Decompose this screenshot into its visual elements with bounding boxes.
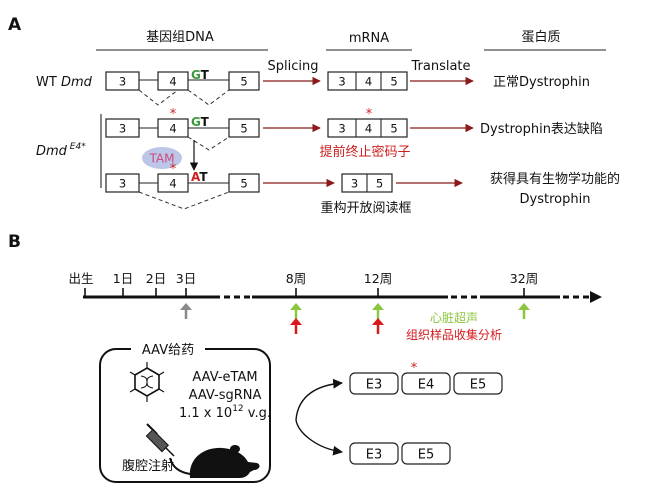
mutant-genomic-gene: * 3 4 5 GT: [105, 107, 260, 151]
red-event-arrow: [372, 318, 384, 334]
edited-splice-site-at: AT: [191, 170, 208, 184]
mut-splice-join: [187, 136, 230, 151]
splice-join-4-5: [187, 89, 230, 106]
gray-event-arrow: [180, 303, 192, 319]
outcome-edited: E3 E5: [349, 442, 451, 465]
mut-mrna-exon-4: 4: [365, 122, 372, 136]
timeline-label-1: 1日: [113, 271, 133, 286]
timeline: [83, 291, 602, 303]
ed-exon-3: 3: [119, 177, 126, 191]
timeline-label-0: 出生: [68, 271, 93, 286]
mrna-exon-3: 3: [338, 75, 345, 89]
edited-asterisk: *: [170, 162, 177, 177]
timeline-label-4: 8周: [286, 271, 306, 286]
reframe-label: 重构开放阅读框: [320, 200, 411, 216]
outcome-e5: E5: [470, 378, 487, 393]
green-event-arrow: [290, 303, 302, 319]
tam-oval: [142, 147, 182, 169]
ed-mrna-exon-3: 3: [351, 177, 358, 191]
splicing-label: Splicing: [268, 59, 319, 74]
ed-exon-5: 5: [240, 177, 247, 191]
aav-sgrna-label: AAV-sgRNA: [189, 388, 262, 403]
outcome-edited-e5: E5: [418, 448, 435, 463]
edited-genomic-gene: * 3 4 5 AT: [105, 162, 260, 210]
red-event-arrow: [290, 318, 302, 334]
header-mrna: mRNA: [349, 31, 389, 46]
mrna-mutation-asterisk: *: [366, 107, 373, 122]
mut-exon-3: 3: [119, 122, 126, 136]
wt-protein-output: 正常Dystrophin: [493, 75, 590, 90]
row-wt-label: WT Dmd: [36, 75, 93, 90]
splice-join-3-4: [138, 89, 179, 106]
outcome-e4-asterisk: *: [411, 361, 418, 376]
aav-title-bg: [131, 341, 205, 359]
legend-tissue-collection: 组织样品收集分析: [406, 327, 502, 342]
header-protein: 蛋白质: [521, 29, 560, 45]
outcome-e3: E3: [366, 378, 383, 393]
green-event-arrow: [518, 303, 530, 319]
ip-injection-label: 腹腔注射: [122, 458, 174, 474]
ed-mrna-exon-5: 5: [376, 177, 383, 191]
exon-skip-join: [138, 191, 230, 210]
mrna-exon-4: 4: [365, 75, 372, 89]
legend-echocardiography: 心脏超声: [430, 310, 478, 325]
syringe-icon: [145, 423, 175, 457]
aav-etam-label: AAV-eTAM: [192, 370, 257, 385]
outcome-edited-e3: E3: [366, 448, 383, 463]
mut-exon-4: 4: [169, 122, 176, 136]
outcome-e4: E4: [418, 378, 435, 393]
mouse-icon: [169, 445, 260, 478]
edited-mrna: 3 5: [341, 173, 393, 193]
aav-title: AAV给药: [142, 343, 194, 358]
splice-site-gt: GT: [191, 68, 210, 82]
timeline-label-6: 32周: [510, 271, 538, 286]
timeline-label-5: 12周: [364, 271, 392, 286]
mrna-exon-5: 5: [390, 75, 397, 89]
exon-3-label: 3: [119, 75, 126, 89]
wt-genomic-gene: 3 4 5 GT: [105, 68, 260, 106]
mut-exon-5: 5: [240, 122, 247, 136]
timeline-label-2: 2日: [146, 271, 166, 286]
mut-mrna-exon-3: 3: [338, 122, 345, 136]
green-event-arrow: [372, 303, 384, 319]
row-mutant-label: Dmd E4*: [36, 142, 86, 159]
outcome-arrow-top: [295, 378, 343, 421]
edited-protein-output-line2: Dystrophin: [520, 192, 591, 207]
outcome-unedited: E3 E4 * E5: [349, 361, 503, 395]
aav-dose-label: 1.1 x 1012 v.g.: [179, 404, 271, 421]
exon-4-label: 4: [169, 75, 176, 89]
timeline-label-3: 3日: [176, 271, 196, 286]
edited-protein-output-line1: 获得具有生物学功能的: [490, 171, 620, 187]
translate-label: Translate: [410, 59, 470, 74]
wt-mrna: 3 4 5: [327, 71, 408, 91]
mutation-asterisk: *: [170, 107, 177, 122]
exon-5-box: [228, 71, 260, 91]
mut-splice-site-gt: GT: [191, 115, 210, 129]
timeline-arrowhead: [590, 291, 602, 303]
header-genomic-dna: 基因组DNA: [146, 30, 214, 45]
tam-label: TAM: [149, 152, 175, 166]
aav-virus-icon: [129, 362, 165, 402]
premature-stop-label: 提前终止密码子: [319, 144, 410, 160]
panel-b-label: B: [8, 232, 21, 252]
mutant-protein-output: Dystrophin表达缺陷: [480, 122, 603, 137]
exon-4-box: [157, 71, 189, 91]
mut-mrna-exon-5: 5: [390, 122, 397, 136]
exon-3-box: [105, 71, 140, 91]
outcome-arrow-bottom: [295, 419, 343, 456]
ed-exon-4: 4: [169, 177, 176, 191]
mutant-mrna: * 3 4 5: [327, 107, 408, 138]
panel-a-label: A: [8, 15, 22, 35]
exon-5-label: 5: [240, 75, 247, 89]
